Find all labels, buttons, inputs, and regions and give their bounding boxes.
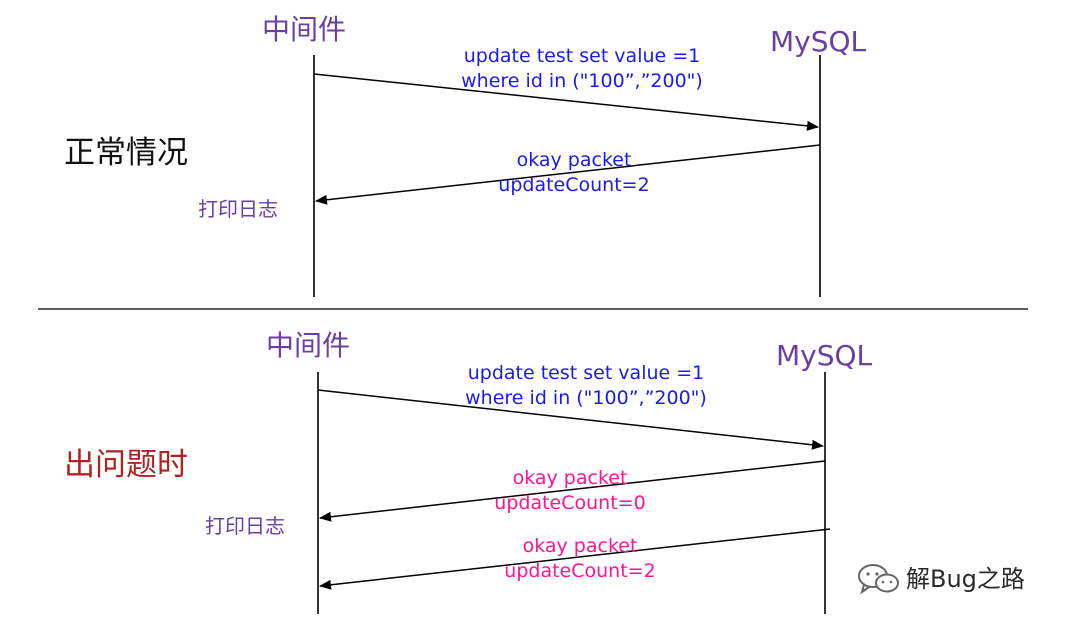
bottom-response-arrow-1 <box>319 460 826 522</box>
top-actor-middleware: 中间件 <box>262 13 347 46</box>
top-response-text: okay packet updateCount=2 <box>474 148 674 198</box>
top-section-label: 正常情况 <box>64 135 188 171</box>
bottom-request-line-2: where id in ("100”,”200") <box>465 387 707 409</box>
watermark-text: 解Bug之路 <box>906 565 1025 593</box>
top-response-arrow <box>315 144 821 205</box>
bottom-response-1-line-2: updateCount=0 <box>494 492 646 514</box>
top-request-line-2: where id in ("100”,”200") <box>461 70 703 92</box>
bottom-response-2-text: okay packet updateCount=2 <box>480 534 680 584</box>
top-log-label: 打印日志 <box>198 197 278 221</box>
top-response-line-2: updateCount=2 <box>498 174 650 196</box>
bottom-request-arrow <box>317 389 824 450</box>
bottom-actor-middleware: 中间件 <box>266 329 351 362</box>
bottom-request-line-1: update test set value =1 <box>467 362 705 384</box>
top-actor-mysql: MySQL <box>770 25 867 58</box>
bottom-response-2-line-1: okay packet <box>522 535 638 557</box>
top-request-arrow <box>313 73 819 131</box>
bottom-section-label: 出问题时 <box>64 447 188 483</box>
bottom-request-text: update test set value =1 where id in ("1… <box>446 361 726 411</box>
bottom-response-2-line-2: updateCount=2 <box>504 560 656 582</box>
top-response-line-1: okay packet <box>516 149 632 171</box>
bottom-actor-mysql: MySQL <box>776 339 873 372</box>
top-request-line-1: update test set value =1 <box>463 45 701 67</box>
top-request-text: update test set value =1 where id in ("1… <box>442 44 722 94</box>
bottom-response-1-line-1: okay packet <box>512 467 628 489</box>
wechat-icon <box>858 564 899 595</box>
bottom-response-1-text: okay packet updateCount=0 <box>470 466 670 516</box>
watermark: 解Bug之路 <box>856 562 1025 596</box>
bottom-response-arrow-2 <box>319 528 831 590</box>
bottom-log-label: 打印日志 <box>205 514 285 538</box>
